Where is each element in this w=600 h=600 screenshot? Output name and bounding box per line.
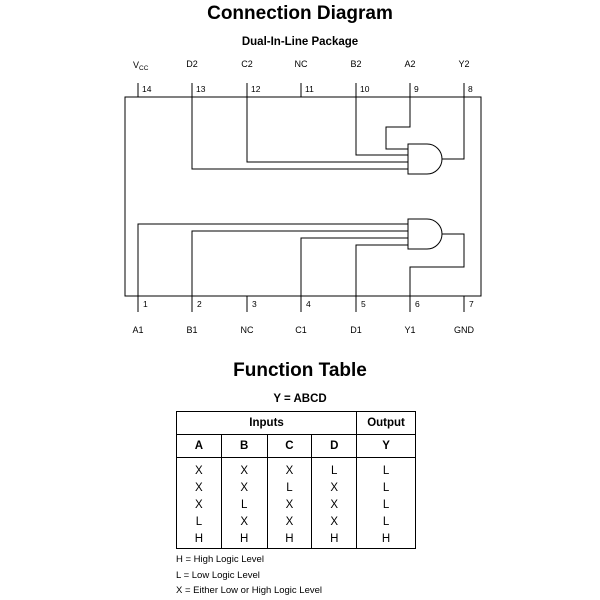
pin-8-number: 8: [468, 84, 473, 94]
bottom-pin-leads: [137, 296, 465, 312]
table-cell: H: [356, 531, 416, 549]
pin-7-label: GND: [454, 325, 475, 335]
table-row: X X L X L: [176, 480, 416, 497]
table-cell: H: [220, 531, 268, 549]
package-body: [124, 96, 482, 297]
table-cell: H: [176, 531, 222, 549]
and-gate-1: [407, 218, 443, 250]
table-cell: X: [220, 457, 268, 480]
table-cell: X: [311, 514, 357, 531]
and-gate-2: [407, 143, 443, 175]
gate-1-wiring: [137, 223, 465, 296]
table-cell: X: [220, 480, 268, 497]
output-header: Output: [356, 411, 416, 435]
table-row: X L X X L: [176, 497, 416, 514]
table-cell: X: [266, 514, 312, 531]
diagram-title: Connection Diagram: [207, 3, 393, 24]
table-cell: L: [311, 457, 357, 480]
pin-10-label: B2: [350, 59, 361, 69]
table-cell: L: [356, 514, 416, 531]
pin-11-label: NC: [295, 59, 308, 69]
table-cell: H: [266, 531, 312, 549]
legend-high: H = High Logic Level: [176, 554, 264, 565]
table-cell: L: [356, 480, 416, 497]
legend: H = High Logic Level L = Low Logic Level…: [176, 552, 322, 599]
table-cell: L: [356, 457, 416, 480]
pin-4-label: C1: [295, 325, 307, 335]
table-row: X X X L L: [176, 457, 416, 480]
pin-11-number: 11: [305, 84, 314, 94]
pin-9-label: A2: [404, 59, 415, 69]
table-cell: H: [311, 531, 357, 549]
function-table-title: Function Table: [233, 360, 367, 381]
column-header-y: Y: [356, 434, 416, 458]
table-cell: X: [220, 514, 268, 531]
table-row: L X X X L: [176, 514, 416, 531]
table-cell: L: [176, 514, 222, 531]
pin-3-label: NC: [241, 325, 254, 335]
package-subtitle: Dual-In-Line Package: [241, 36, 359, 48]
pin-5-number: 5: [361, 299, 366, 309]
pin-8-label: Y2: [458, 59, 469, 69]
column-header-b: B: [220, 434, 268, 458]
pin-1-number: 1: [143, 299, 148, 309]
pin-5-label: D1: [350, 325, 362, 335]
pin-6-label: Y1: [404, 325, 415, 335]
table-cell: X: [311, 497, 357, 514]
pin-3-number: 3: [252, 299, 257, 309]
pin-10-number: 10: [360, 84, 370, 94]
top-pin-labels: VCC D2 C2 NC B2 A2 Y2: [133, 59, 470, 72]
top-pin-numbers: 14 13 12 11 10 9 8: [142, 84, 473, 94]
pin-12-label: C2: [241, 59, 253, 69]
pin-4-number: 4: [306, 299, 311, 309]
pin-13-label: D2: [186, 59, 198, 69]
bottom-pin-labels: A1 B1 NC C1 D1 Y1 GND: [132, 325, 474, 335]
pin-9-number: 9: [414, 84, 419, 94]
table-cell: L: [356, 497, 416, 514]
column-header-c: C: [266, 434, 312, 458]
pin-1-label: A1: [132, 325, 143, 335]
table-cell: X: [176, 480, 222, 497]
table-cell: L: [266, 480, 312, 497]
pin-2-number: 2: [197, 299, 202, 309]
column-header-d: D: [311, 434, 357, 458]
pin-7-number: 7: [469, 299, 474, 309]
table-cell: X: [266, 497, 312, 514]
function-table: Inputs Output A B C D Y X X X L L X X L …: [175, 411, 416, 549]
table-cell: X: [176, 497, 222, 514]
pin-13-number: 13: [196, 84, 206, 94]
logic-equation: Y = ABCD: [273, 393, 327, 405]
top-pin-leads: [137, 83, 465, 97]
table-cell: L: [220, 497, 268, 514]
table-cell: X: [311, 480, 357, 497]
pin-14-number: 14: [142, 84, 152, 94]
legend-either: X = Either Low or High Logic Level: [176, 585, 323, 596]
table-cell: X: [176, 457, 222, 480]
legend-low: L = Low Logic Level: [176, 569, 260, 581]
table-cell: X: [266, 457, 312, 480]
pin-6-number: 6: [415, 299, 420, 309]
pin-12-number: 12: [251, 84, 261, 94]
pin-2-label: B1: [186, 325, 197, 335]
inputs-header: Inputs: [175, 411, 357, 435]
gate-2-wiring: [191, 97, 465, 170]
column-header-a: A: [176, 434, 222, 458]
pin-14-label: VCC: [133, 60, 149, 72]
bottom-pin-numbers: 1 2 3 4 5 6 7: [143, 299, 474, 309]
table-row: H H H H H: [176, 531, 416, 549]
connection-diagram: VCC D2 C2 NC B2 A2 Y2 14 13 12 11 10 9 8…: [124, 59, 482, 335]
